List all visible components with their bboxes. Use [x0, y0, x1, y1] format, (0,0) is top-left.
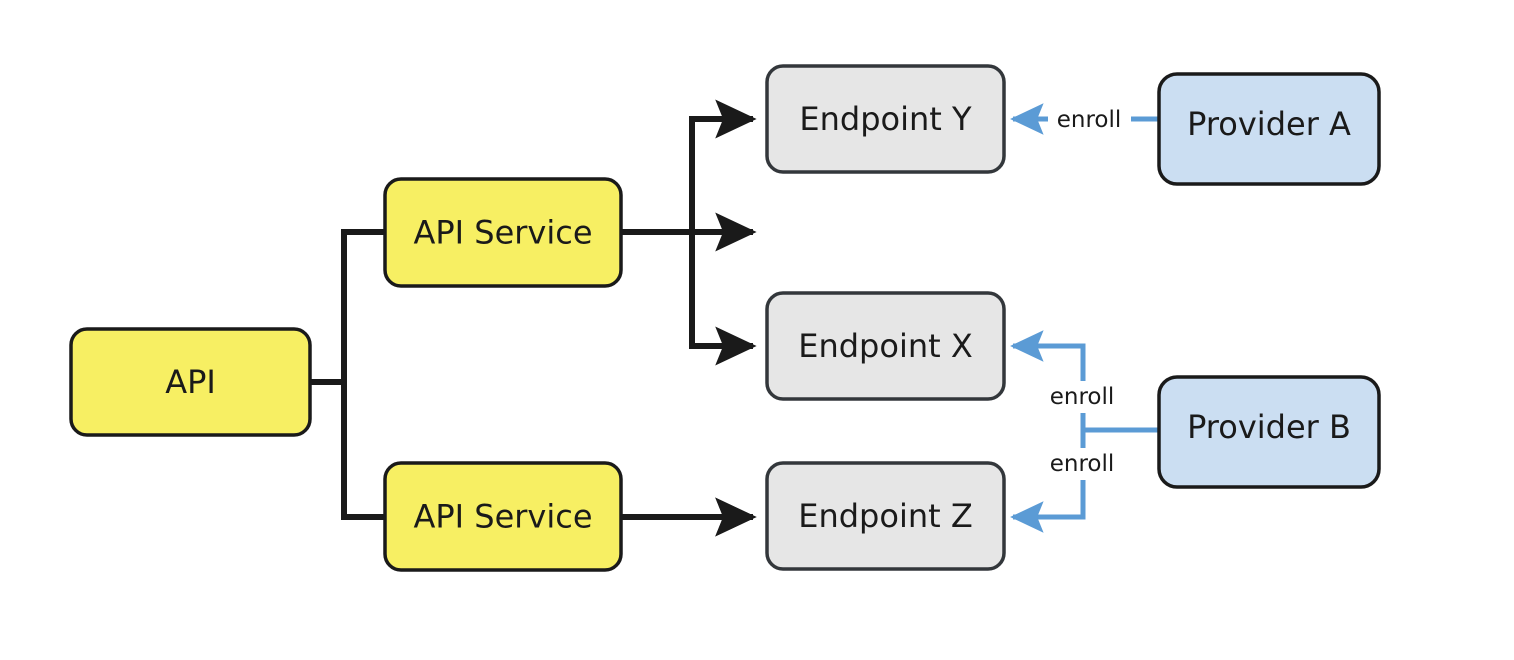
node-api-service-bottom-shape[interactable]: [383, 461, 623, 572]
edge-provider-b-to-endpoint-x-arrowseg: [1010, 330, 1086, 381]
node-endpoint-y-shape[interactable]: [765, 64, 1006, 174]
edge-label-enroll-provider-b-z: enroll: [1043, 448, 1125, 480]
node-provider-a-label: Provider A: [1187, 105, 1351, 143]
node-api-shape[interactable]: [69, 327, 312, 437]
node-api-service-top[interactable]: API Service: [383, 177, 623, 288]
node-endpoint-y-label: Endpoint Y: [799, 100, 972, 138]
node-endpoint-x-label: Endpoint X: [798, 327, 973, 365]
edge-label-enroll-provider-a-text: enroll: [1057, 107, 1122, 133]
edge-label-enroll-provider-b-x-text: enroll: [1050, 384, 1115, 410]
edge-provider-b-to-endpoint-z-arrowseg: [1010, 480, 1086, 533]
node-provider-b-shape[interactable]: [1157, 375, 1381, 489]
edge-api-service-top-to-endpoint-y: [621, 99, 757, 235]
node-provider-a-shape[interactable]: [1157, 72, 1381, 186]
node-api-service-bottom-label: API Service: [413, 498, 592, 536]
node-provider-b-label: Provider B: [1187, 408, 1351, 446]
edge-label-enroll-provider-b-z-text: enroll: [1050, 451, 1115, 477]
node-endpoint-z[interactable]: Endpoint Z: [765, 461, 1006, 571]
node-api-service-top-shape[interactable]: [383, 177, 623, 288]
edge-label-enroll-provider-b-x-bg: [1043, 381, 1125, 413]
edge-labels-group: enroll enroll enroll: [1043, 104, 1131, 480]
blue-edges-group: [1010, 103, 1159, 533]
node-api[interactable]: API: [69, 327, 312, 437]
node-endpoint-x[interactable]: Endpoint X: [765, 291, 1006, 401]
edge-api-service-top-to-endpoint-x: [621, 229, 757, 366]
node-api-service-top-label: API Service: [413, 214, 592, 252]
edge-label-enroll-provider-a: enroll: [1049, 104, 1131, 135]
edge-label-enroll-provider-b-x: enroll: [1043, 381, 1125, 413]
node-endpoint-z-label: Endpoint Z: [798, 497, 973, 535]
node-provider-a[interactable]: Provider A: [1157, 72, 1381, 186]
node-api-service-bottom[interactable]: API Service: [383, 461, 623, 572]
nodes-group: API API Service API Service Endpoint Y E…: [69, 64, 1381, 572]
edge-label-enroll-provider-a-bg: [1049, 104, 1131, 135]
node-endpoint-z-shape[interactable]: [765, 461, 1006, 571]
node-endpoint-y[interactable]: Endpoint Y: [765, 64, 1006, 174]
node-api-label: API: [165, 363, 216, 401]
node-endpoint-x-shape[interactable]: [765, 291, 1006, 401]
node-provider-b[interactable]: Provider B: [1157, 375, 1381, 489]
edge-label-enroll-provider-b-z-bg: [1043, 448, 1125, 480]
